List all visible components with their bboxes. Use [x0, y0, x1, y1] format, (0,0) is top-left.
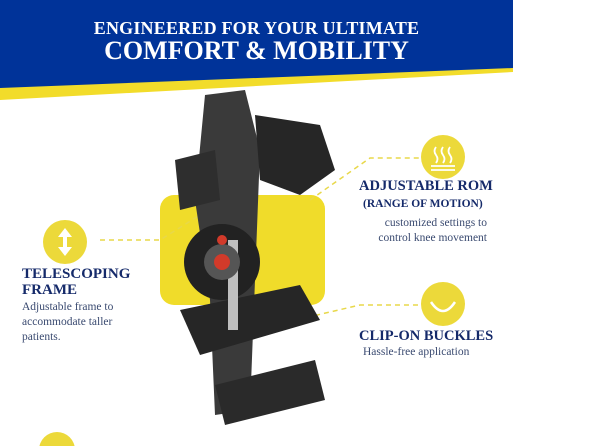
header-line-2: COMFORT & MOBILITY: [104, 36, 409, 65]
feature-rom-title: ADJUSTABLE ROM: [359, 178, 493, 194]
feature-frame-desc-1: Adjustable frame to: [22, 301, 114, 313]
header-banner: [0, 0, 513, 100]
header-line-1: ENGINEERED FOR YOUR ULTIMATE: [93, 18, 420, 38]
feature-frame-title-1: TELESCOPING: [22, 266, 131, 282]
feature-rom-desc-2: control knee movement: [378, 232, 487, 244]
heat-waves-icon: [421, 135, 465, 179]
arrow-up-down-icon: [43, 220, 87, 264]
smile-curve-icon: [421, 282, 465, 326]
feature-frame-title-2: FRAME: [22, 282, 77, 298]
feature-buckles-title: CLIP-ON BUCKLES: [359, 328, 494, 344]
feature-buckles-desc: Hassle-free application: [363, 346, 470, 358]
feature-frame-desc-2: accommodate taller: [22, 316, 113, 328]
feature-rom-desc-1: customized settings to: [384, 217, 487, 229]
feature-frame-desc-3: patients.: [22, 331, 61, 343]
feature-rom-subtitle: (RANGE OF MOTION): [363, 198, 483, 210]
